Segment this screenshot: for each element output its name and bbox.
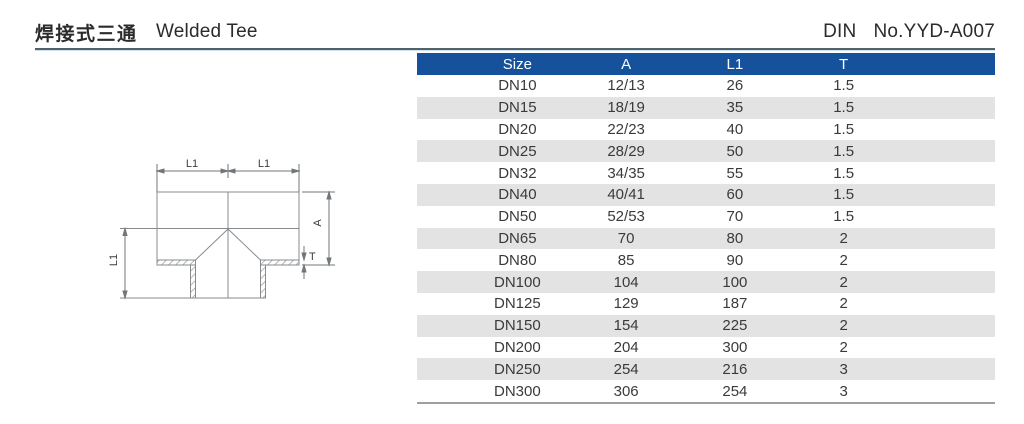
table-row: DN32 34/35 55 1.5 <box>417 162 995 184</box>
table-row: DN125 129 187 2 <box>417 293 995 315</box>
table-cell: 70 <box>726 208 744 226</box>
table-cell: 85 <box>617 251 635 269</box>
table-cell: DN300 <box>494 382 541 400</box>
table-cell: 28/29 <box>607 142 645 160</box>
table-row: DN20 22/23 40 1.5 <box>417 119 995 141</box>
table-cell: 70 <box>617 229 635 247</box>
tee-section-diagram: L1 L1 A T L1 <box>108 158 335 300</box>
table-cell: 2 <box>839 229 848 247</box>
column-header-size: Size <box>502 55 532 73</box>
tee-wall-hatching <box>156 259 300 299</box>
table-cell: DN20 <box>498 120 537 138</box>
table-cell: 55 <box>726 164 744 182</box>
dim-label-l1-top-right: L1 <box>258 158 270 170</box>
column-header-t: T <box>839 55 849 73</box>
table-cell: DN200 <box>494 338 541 356</box>
page-title-english: Welded Tee <box>156 21 258 42</box>
table-cell: 225 <box>722 317 748 335</box>
table-cell: DN250 <box>494 360 541 378</box>
tee-body-outline <box>120 191 300 299</box>
table-cell: 1.5 <box>833 120 855 138</box>
dim-label-a: A <box>312 219 324 227</box>
dimension-lines <box>122 164 335 300</box>
table-row: DN150 154 225 2 <box>417 314 995 337</box>
table-cell: 254 <box>613 360 639 378</box>
table-cell: 60 <box>726 186 744 204</box>
table-cell: DN50 <box>498 208 537 226</box>
column-header-l1: L1 <box>726 55 744 73</box>
table-cell: 40/41 <box>607 186 645 204</box>
column-header-a: A <box>621 55 632 73</box>
table-cell: 1.5 <box>833 186 855 204</box>
doc-reference: DIN No.YYD-A007 <box>823 21 995 43</box>
table-cell: 18/19 <box>607 99 645 117</box>
table-row: DN50 52/53 70 1.5 <box>417 206 995 228</box>
table-cell: 1.5 <box>833 99 855 117</box>
table-row: DN15 18/19 35 1.5 <box>417 96 995 119</box>
table-cell: 2 <box>839 317 848 335</box>
table-cell: 22/23 <box>607 120 645 138</box>
table-row: DN80 85 90 2 <box>417 249 995 271</box>
table-row: DN300 306 254 3 <box>417 380 995 402</box>
table-cell: 3 <box>839 382 848 400</box>
table-cell: 254 <box>722 382 748 400</box>
table-cell: DN80 <box>498 251 537 269</box>
table-cell: 1.5 <box>833 77 855 95</box>
table-cell: 40 <box>726 120 744 138</box>
table-cell: 104 <box>613 273 639 291</box>
table-cell: DN125 <box>494 295 541 313</box>
dim-label-l1-top-left: L1 <box>186 158 198 170</box>
table-cell: 129 <box>613 295 639 313</box>
dimension-labels: L1 L1 A T L1 <box>108 158 324 266</box>
standard-label: DIN <box>823 21 857 42</box>
title-rule <box>35 48 995 51</box>
page-title-chinese: 焊接式三通 <box>35 24 138 45</box>
table-cell: 300 <box>722 338 748 356</box>
table-row: DN10 12/13 26 1.5 <box>417 75 995 97</box>
table-cell: 2 <box>839 295 848 313</box>
table-cell: 1.5 <box>833 164 855 182</box>
table-cell: 216 <box>722 360 748 378</box>
table-cell: DN10 <box>498 77 537 95</box>
table-cell: 100 <box>722 273 748 291</box>
table-cell: 2 <box>839 338 848 356</box>
table-cell: DN15 <box>498 99 537 117</box>
table-cell: 306 <box>613 382 639 400</box>
table-cell: DN100 <box>494 273 541 291</box>
table-cell: 34/35 <box>607 164 645 182</box>
table-cell: 3 <box>839 360 848 378</box>
table-cell: 154 <box>613 317 639 335</box>
table-cell: 1.5 <box>833 208 855 226</box>
table-cell: 90 <box>726 251 744 269</box>
table-row: DN200 204 300 2 <box>417 337 995 359</box>
table-cell: 2 <box>839 273 848 291</box>
table-cell: 187 <box>722 295 748 313</box>
table-cell: 80 <box>726 229 744 247</box>
dim-label-t: T <box>309 251 316 263</box>
table-row: DN40 40/41 60 1.5 <box>417 183 995 206</box>
table-cell: DN32 <box>498 164 537 182</box>
table-cell: 204 <box>613 338 639 356</box>
table-cell: 12/13 <box>607 77 645 95</box>
table-cell: DN150 <box>494 317 541 335</box>
table-cell: 50 <box>726 142 744 160</box>
table-cell: 2 <box>839 251 848 269</box>
table-header-row: Size A L1 T <box>417 53 995 75</box>
table-row: DN25 28/29 50 1.5 <box>417 140 995 163</box>
table-cell: DN65 <box>498 229 537 247</box>
table-row: DN65 70 80 2 <box>417 227 995 250</box>
table-cell: DN40 <box>498 186 537 204</box>
table-cell: DN25 <box>498 142 537 160</box>
table-cell: 26 <box>726 77 744 95</box>
table-cell: 52/53 <box>607 208 645 226</box>
table-row: DN100 104 100 2 <box>417 271 995 293</box>
table-row: DN250 254 216 3 <box>417 358 995 381</box>
dim-label-l1-branch: L1 <box>108 254 120 266</box>
table-cell: 35 <box>726 99 744 117</box>
doc-number: No.YYD-A007 <box>873 21 995 42</box>
table-cell: 1.5 <box>833 142 855 160</box>
